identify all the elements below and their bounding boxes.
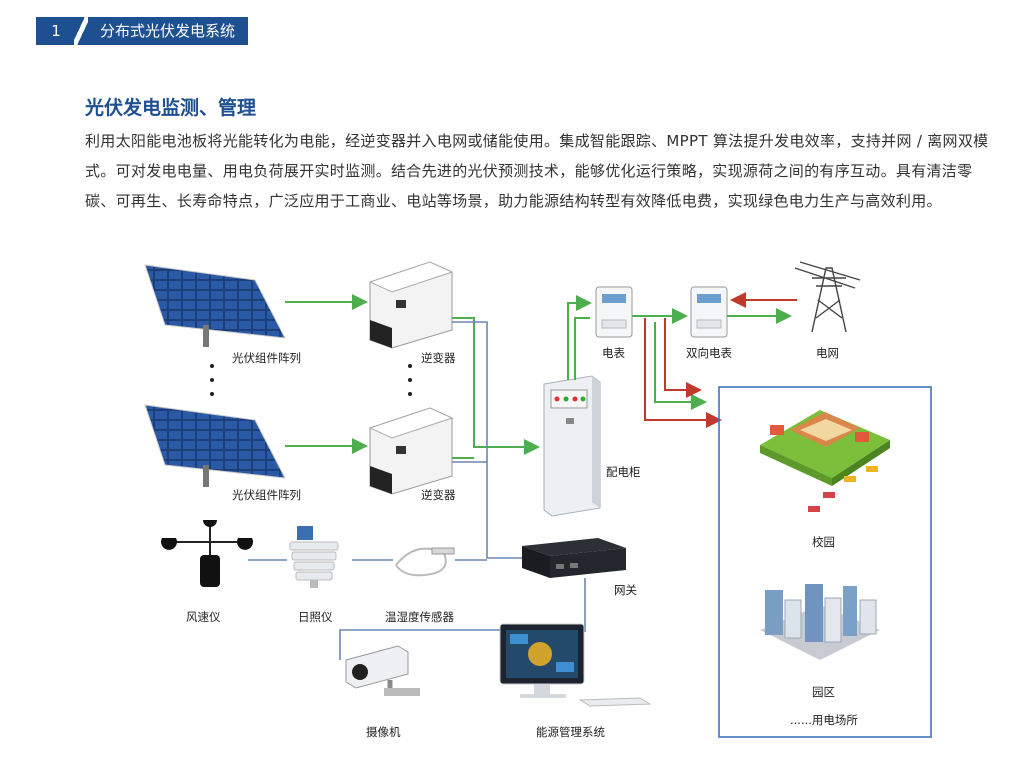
- bidirectional-meter-icon: [690, 286, 728, 338]
- park-label: 园区: [812, 685, 835, 699]
- gateway-label: 网关: [614, 583, 637, 597]
- pyranometer-label: 日照仪: [298, 610, 333, 624]
- section-number: 1: [36, 17, 76, 45]
- inverter-1-icon: [368, 261, 454, 349]
- solar-panel-2-icon: [144, 404, 286, 487]
- inverter-2-label: 逆变器: [421, 488, 456, 502]
- pv-array-1-label: 光伏组件阵列: [232, 351, 301, 365]
- industrial-park-icon: [760, 584, 880, 660]
- inverter-to-cabinet-arrow: [452, 317, 540, 455]
- inverter-1-label: 逆变器: [421, 351, 456, 365]
- camera-label: 摄像机: [366, 725, 401, 739]
- pv-array-2-label: 光伏组件阵列: [232, 488, 301, 502]
- grid-label: 电网: [816, 346, 839, 360]
- bimeter-to-loads-red-arrow: [664, 318, 702, 398]
- page-title: 光伏发电监测、管理: [85, 97, 257, 119]
- section-description: 利用太阳能电池板将光能转化为电能，经逆变器并入电网或储能使用。集成智能跟踪、MP…: [85, 132, 989, 210]
- power-tower-icon: [794, 261, 861, 333]
- monitor-icon: [499, 623, 652, 707]
- meter-to-loads-red-arrow: [644, 318, 722, 428]
- camera-icon: [345, 645, 420, 696]
- temp-humidity-sensor-icon: [395, 547, 455, 577]
- cabinet-meter-line: [574, 317, 590, 380]
- meter-label: 电表: [602, 346, 625, 360]
- pyranometer-icon: [289, 526, 339, 588]
- vertical-ellipsis-icon: [408, 364, 412, 396]
- anemometer-icon: [161, 520, 253, 587]
- campus-icon: [760, 410, 890, 512]
- cabinet-to-meter-arrow: [567, 295, 592, 380]
- data-bus-lines: [248, 321, 586, 660]
- ems-label: 能源管理系统: [536, 725, 605, 739]
- vertical-ellipsis-icon: [210, 364, 214, 396]
- header-divider: [74, 17, 88, 45]
- meter-to-loads-green-arrow: [654, 322, 707, 410]
- section-header-title: 分布式光伏发电系统: [88, 17, 248, 45]
- bidirectional-meter-label: 双向电表: [686, 346, 732, 360]
- anemometer-label: 风速仪: [186, 610, 221, 624]
- temp-humidity-sensor-label: 温湿度传感器: [385, 610, 454, 624]
- distribution-cabinet-label: 配电柜: [606, 465, 641, 479]
- load-area-box: [718, 386, 932, 738]
- solar-panel-1-icon: [144, 264, 286, 347]
- section-header-tab: 1 分布式光伏发电系统: [36, 17, 248, 45]
- campus-label: 校园: [812, 535, 835, 549]
- other-loads-label: ......用电场所: [790, 713, 858, 727]
- inverter-2-icon: [368, 407, 454, 495]
- distribution-cabinet-icon: [543, 375, 601, 517]
- meter-icon: [595, 286, 633, 338]
- gateway-icon: [522, 538, 626, 578]
